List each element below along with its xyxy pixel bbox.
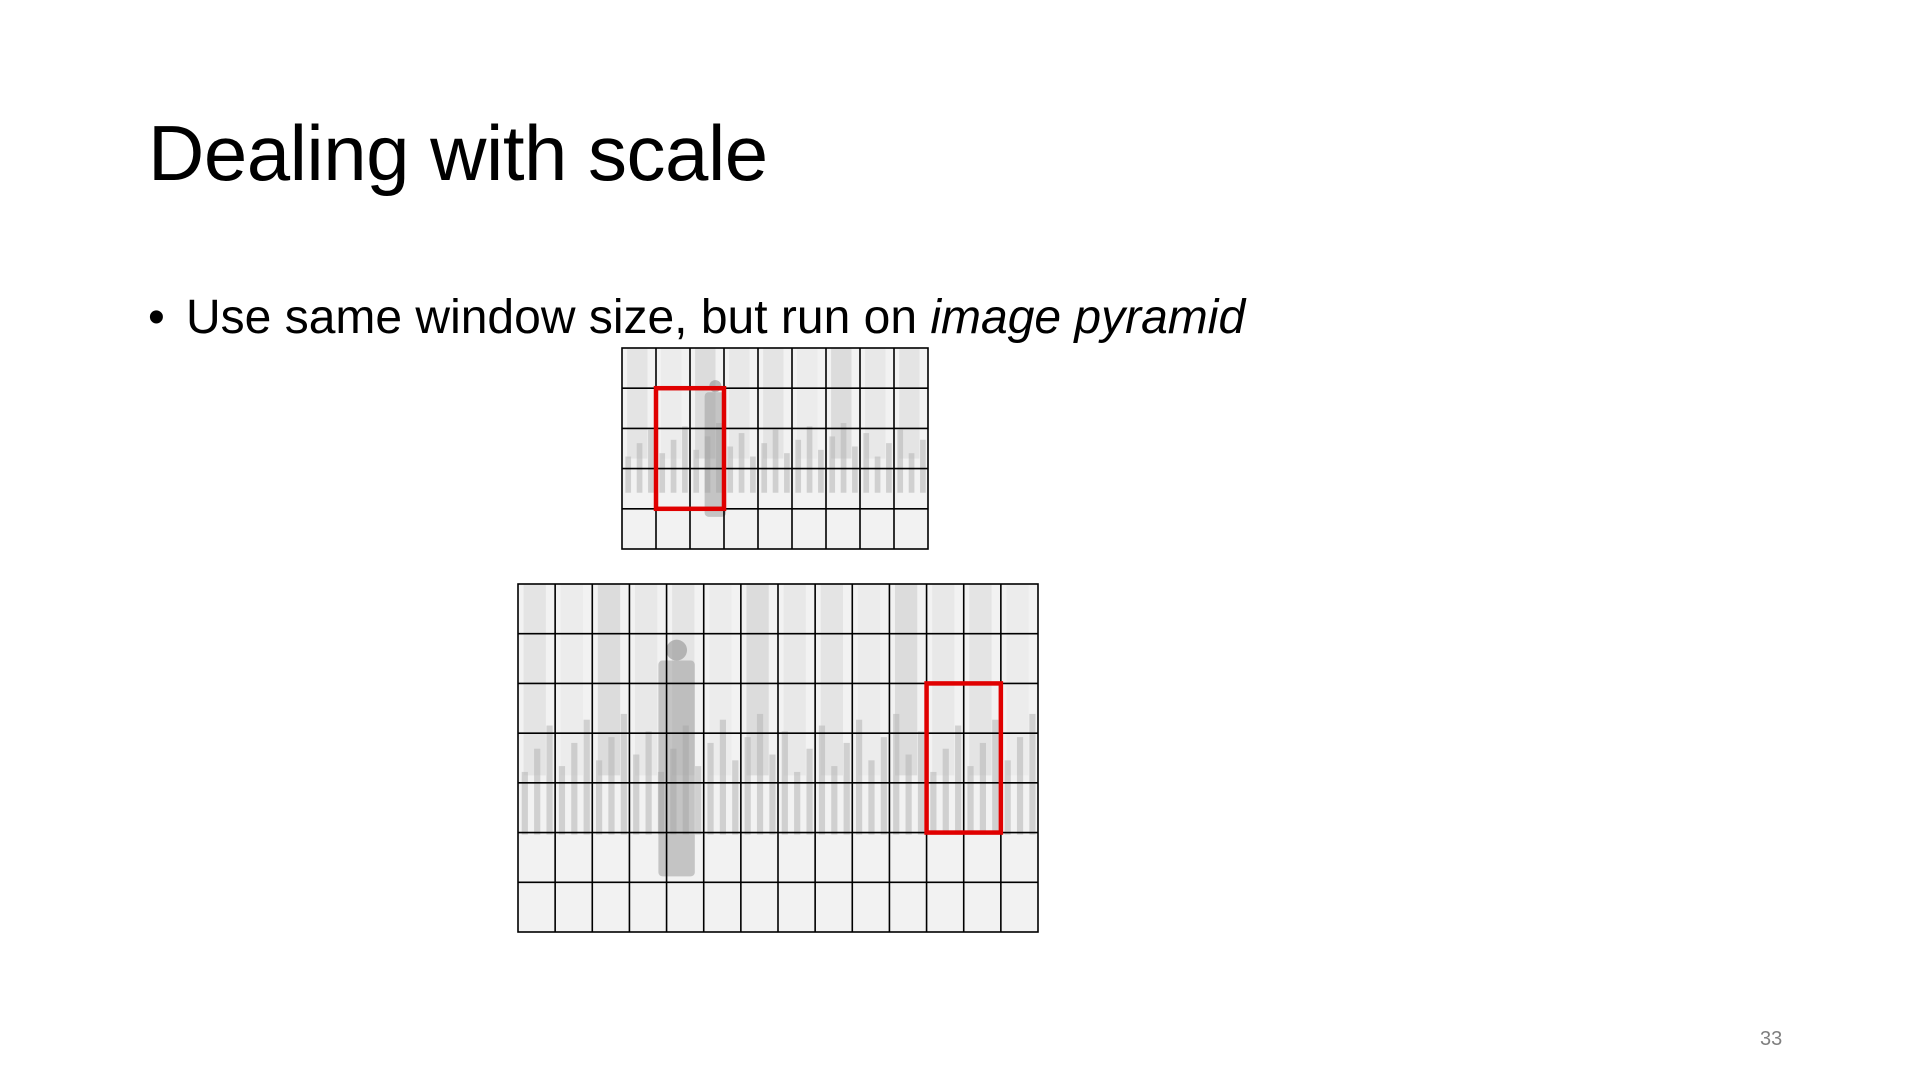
bullet-marker: •: [148, 291, 165, 344]
bullet-emphasis-text: image pyramid: [930, 291, 1246, 344]
pyramid-level-large: [517, 583, 1039, 933]
page-number: 33: [1760, 1028, 1783, 1050]
slide-title: Dealing with scale: [148, 109, 768, 197]
pyramid-grid: [621, 347, 929, 550]
bullet-item: • Use same window size, but run on image …: [148, 294, 1245, 342]
pyramid-level-small: [621, 347, 929, 550]
detection-window: [924, 681, 1004, 835]
detection-window: [653, 385, 727, 512]
pyramid-grid: [517, 583, 1039, 933]
pyramid-photo: [622, 348, 928, 549]
bullet-text: Use same window size, but run on: [186, 291, 931, 344]
